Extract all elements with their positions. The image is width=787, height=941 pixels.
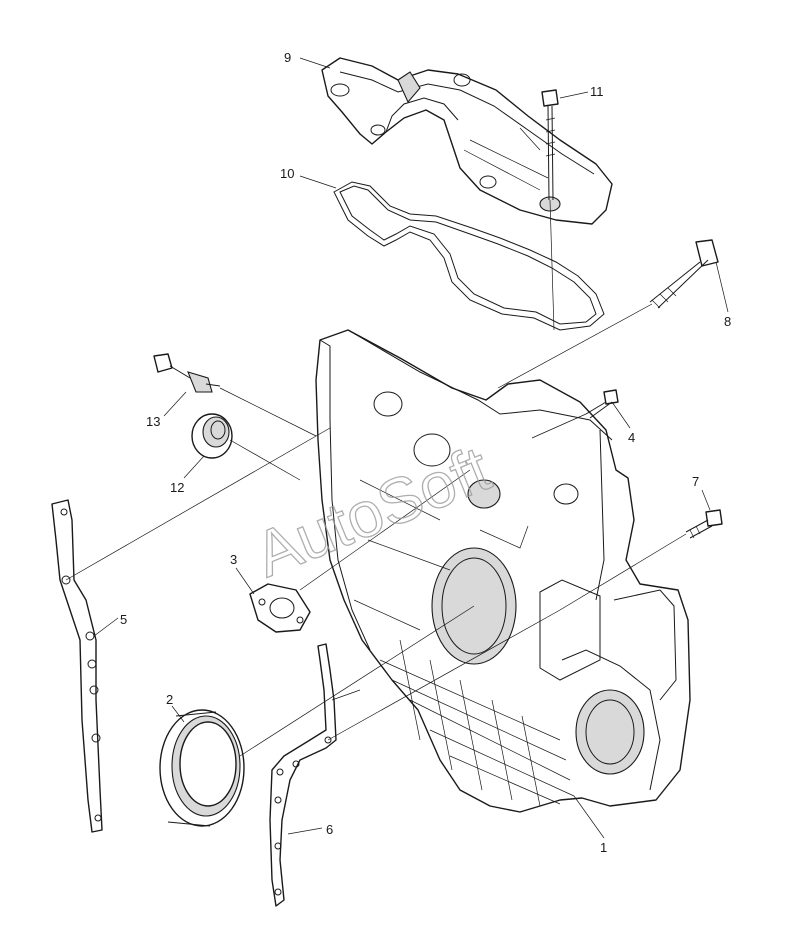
callout-3: 3 (230, 552, 237, 567)
housing-ribs (379, 639, 575, 807)
assembly-lines (65, 199, 687, 757)
callout-8: 8 (724, 314, 731, 329)
part-3-gasket (249, 583, 311, 633)
callout-5: 5 (120, 612, 127, 627)
part-1-housing (315, 329, 691, 813)
part-13-sensor (153, 353, 221, 393)
callout-6: 6 (326, 822, 333, 837)
part-7-bolt (685, 509, 723, 539)
callout-7: 7 (692, 474, 699, 489)
part-5-gasket (51, 499, 103, 833)
callout-13: 13 (146, 414, 160, 429)
part-10-gasket (333, 181, 605, 331)
part-2-seal (159, 709, 245, 827)
callout-2: 2 (166, 692, 173, 707)
part-12-plug (191, 413, 233, 459)
part-8-bolt (649, 239, 719, 309)
part-9-cover (321, 57, 613, 225)
part-4-bolt (585, 389, 619, 419)
callout-12: 12 (170, 480, 184, 495)
callout-1: 1 (600, 840, 607, 855)
callout-4: 4 (628, 430, 635, 445)
callout-9: 9 (284, 50, 291, 65)
part-6-gasket (269, 643, 337, 907)
callout-leaders (93, 57, 729, 839)
callout-11: 11 (590, 84, 604, 99)
callout-labels: 9 10 11 8 4 7 13 12 3 5 2 6 1 (120, 50, 731, 855)
part-11-bolt (541, 89, 559, 201)
callout-10: 10 (280, 166, 294, 181)
